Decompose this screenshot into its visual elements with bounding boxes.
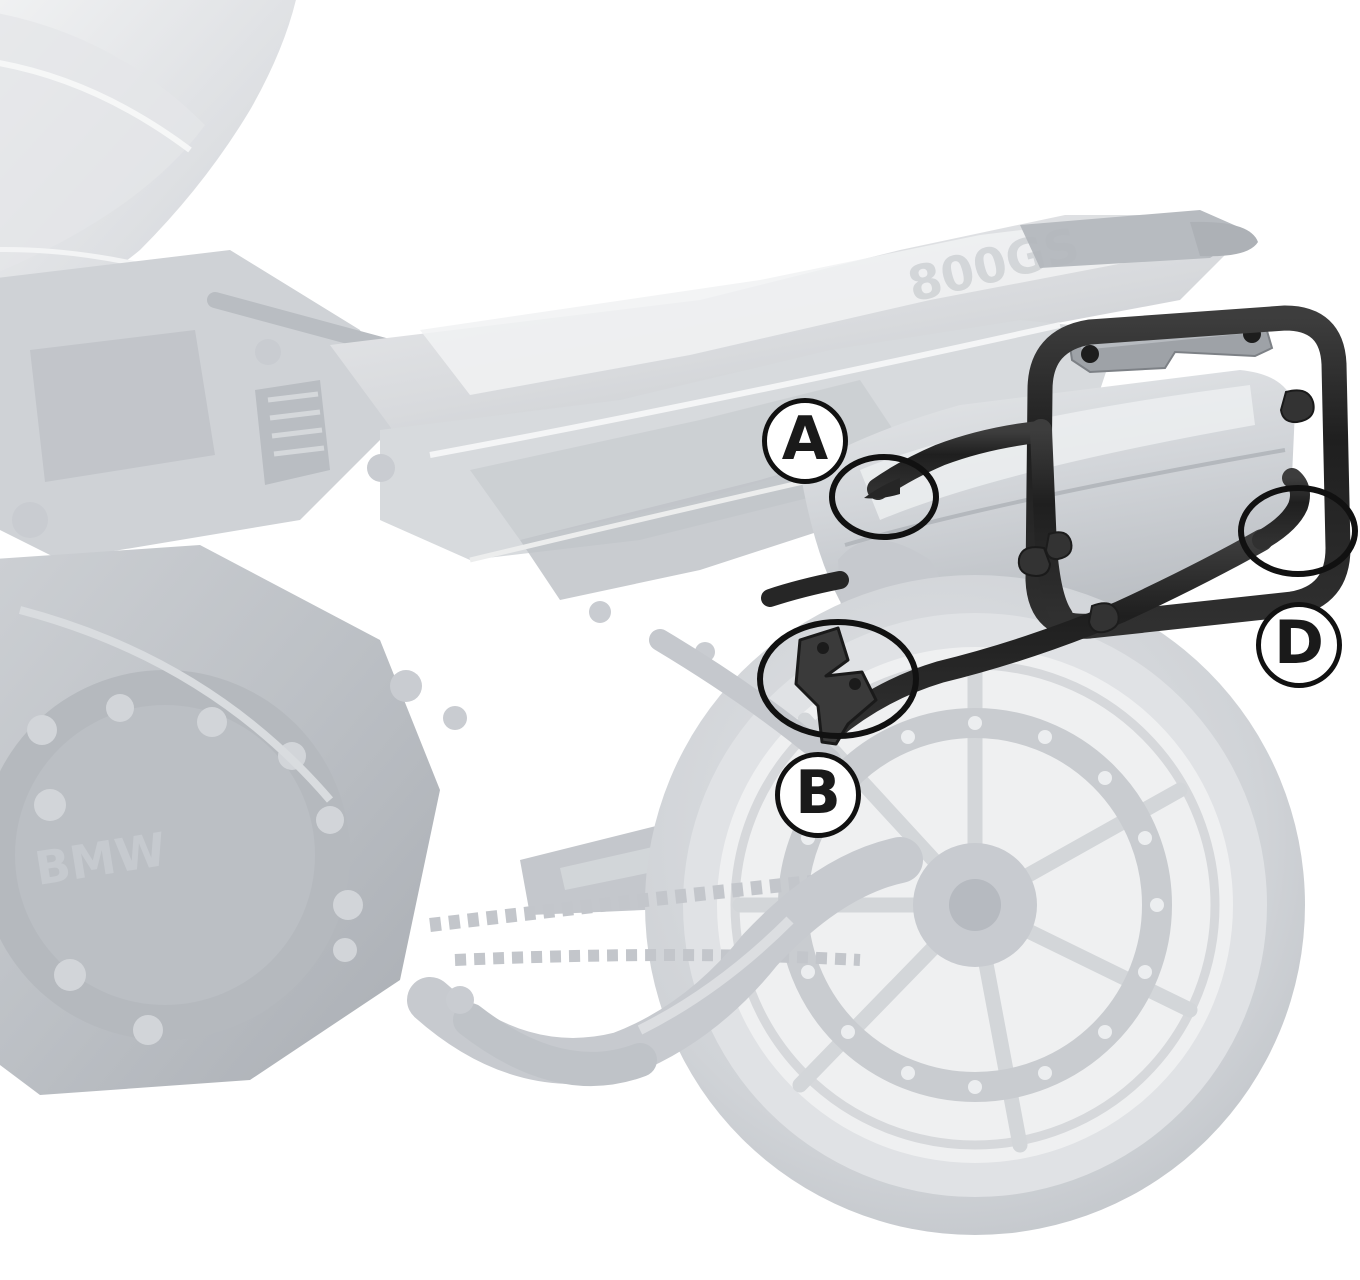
callout-badge-d-label: D xyxy=(1274,608,1324,678)
callout-badge-b-label: B xyxy=(795,758,841,828)
highlight-ellipse-a xyxy=(829,454,939,540)
clutch-cover-inner xyxy=(15,705,315,1005)
drive-chain xyxy=(429,873,831,932)
pannier-carrier-rack xyxy=(761,305,1351,746)
rack-hook-d xyxy=(1252,468,1310,550)
rack-plate-bolt-left xyxy=(1081,345,1099,363)
rack-bracket-b-hole-lower xyxy=(849,678,861,690)
ghost-motorcycle: 800GS xyxy=(0,0,1305,1235)
rear-axle-nut xyxy=(949,879,1001,931)
highlight-ellipse-b xyxy=(757,619,919,739)
grab-rail-tip xyxy=(1190,221,1258,257)
rear-subframe-strut xyxy=(649,629,841,771)
rack-pannier-lugs xyxy=(1017,389,1315,578)
callout-badge-a-label: A xyxy=(781,404,829,474)
rack-bracket-b xyxy=(794,626,878,746)
tank-crease xyxy=(0,60,192,153)
callout-badge-d[interactable]: D xyxy=(1256,602,1342,688)
exhaust-highlight xyxy=(637,916,794,1035)
rack-bracket-b-hole-upper xyxy=(817,642,829,654)
engine-bolts xyxy=(27,694,363,1045)
exhaust-header-2 xyxy=(453,1003,657,1086)
rack-lower-support-joint xyxy=(1087,602,1120,634)
rack-front-leg-joint xyxy=(1044,531,1073,561)
drive-chain-lower xyxy=(454,949,861,966)
frame-fasteners xyxy=(12,339,715,1014)
tail-edge-highlight xyxy=(429,322,1061,458)
callout-badge-a[interactable]: A xyxy=(762,398,848,484)
callout-badge-b[interactable]: B xyxy=(775,752,861,838)
footpeg-serrations xyxy=(267,391,325,457)
seat-top xyxy=(420,218,1190,395)
rack-arm-a-tip xyxy=(864,478,900,499)
rack-arm-a xyxy=(867,421,1049,500)
side-cover-window xyxy=(30,330,215,482)
rack-lower-support xyxy=(821,529,1273,741)
callout-highlights xyxy=(757,454,1358,739)
muffler-highlight xyxy=(860,385,1255,520)
rack-front-stub xyxy=(761,571,849,607)
engine-case-highlight xyxy=(18,606,334,803)
highlight-ellipse-d xyxy=(1238,485,1358,577)
